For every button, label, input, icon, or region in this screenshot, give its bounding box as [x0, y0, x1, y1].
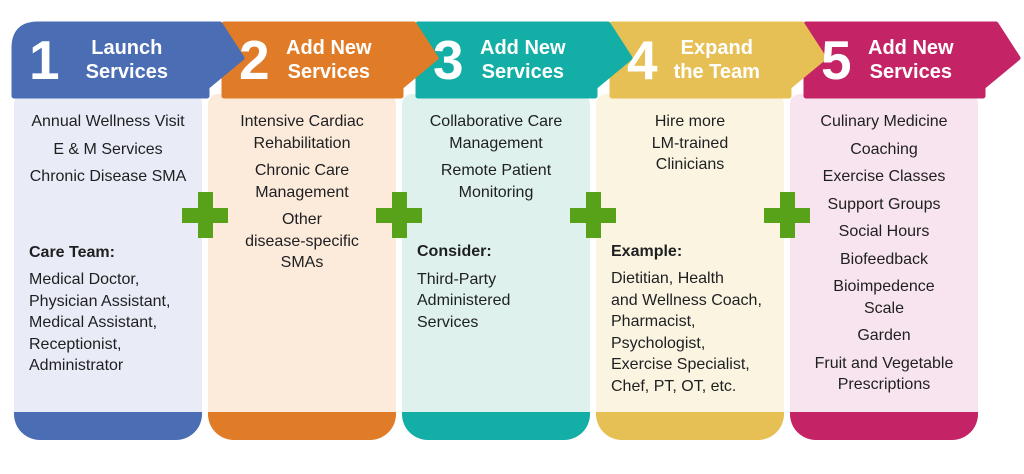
step-2-arrow	[221, 21, 439, 99]
plus-vertical-bar	[779, 192, 795, 238]
step-section-label: Care Team:	[29, 243, 115, 261]
plus-icon	[764, 192, 810, 238]
plus-vertical-bar	[391, 192, 407, 238]
step-item: Fruit and Vegetable Prescriptions	[814, 354, 954, 394]
step-number: 1	[29, 28, 60, 91]
plus-icon	[376, 192, 422, 238]
step-footer-bar-1	[14, 412, 202, 440]
step-item: Remote Patient Monitoring	[440, 162, 552, 201]
step-title: Launch Services	[85, 37, 168, 83]
step-spacer	[402, 209, 590, 241]
plus-icon	[570, 192, 616, 238]
plus-icon	[182, 192, 228, 238]
plus-vertical-bar	[197, 192, 213, 238]
step-item: Garden	[857, 327, 911, 344]
step-item: Collaborative Care Management	[429, 113, 563, 152]
plus-vertical-bar	[585, 192, 601, 238]
step-item: Support Groups	[827, 195, 941, 213]
step-item: Biofeedback	[839, 250, 929, 268]
step-header-2: 2 Add New Services	[224, 24, 396, 96]
step-item: E & M Services	[53, 140, 163, 158]
step-footer-bar-2	[208, 412, 396, 440]
step-header-4: 4 Expand the Team	[612, 24, 784, 96]
step-title: Expand the Team	[673, 37, 760, 83]
step-item: Other disease-specific SMAs	[245, 211, 359, 271]
step-4-arrow	[609, 21, 827, 99]
step-item: Annual Wellness Visit	[31, 113, 185, 130]
step-5-arrow	[803, 21, 1021, 99]
step-item: Bioimpedence Scale	[833, 278, 935, 317]
step-item: Third-Party Administered Services	[417, 270, 511, 331]
step-header-1: 1 Launch Services	[14, 24, 202, 96]
step-header-arrows	[11, 21, 1021, 99]
step-header-3: 3 Add New Services	[418, 24, 590, 96]
step-item: Culinary Medicine	[820, 113, 948, 130]
step-item: Chronic Disease SMA	[29, 168, 187, 185]
step-item: Social Hours	[838, 223, 930, 240]
step-1-arrow	[11, 21, 245, 99]
step-item: Intensive Cardiac Rehabilitation	[240, 113, 364, 152]
step-footer-bar-5	[790, 412, 978, 440]
step-3-arrow	[415, 21, 633, 99]
step-footer-bar-4	[596, 412, 784, 440]
step-item: Exercise Classes	[822, 168, 946, 185]
step-number: 2	[239, 28, 270, 91]
step-item: Hire more LM-trained Clinicians	[651, 113, 729, 173]
step-section-label: Example:	[611, 242, 683, 260]
step-item: Medical Doctor, Physician Assistant, Med…	[29, 271, 171, 374]
step-number: 4	[627, 28, 658, 91]
step-footer-bar-3	[402, 412, 590, 440]
step-item: Coaching	[850, 140, 918, 158]
step-title: Add New Services	[286, 37, 372, 83]
step-section-label: Consider:	[417, 243, 492, 260]
step-header-5: 5 Add New Services	[806, 24, 978, 96]
step-item: Chronic Care Management	[254, 162, 350, 201]
step-number: 5	[821, 28, 852, 91]
step-title: Add New Services	[868, 37, 954, 83]
step-number: 3	[433, 28, 464, 91]
step-title: Add New Services	[480, 37, 566, 83]
step-spacer	[14, 194, 202, 242]
step-item: Dietitian, Health and Wellness Coach, Ph…	[611, 270, 762, 395]
step-spacer	[596, 182, 784, 241]
